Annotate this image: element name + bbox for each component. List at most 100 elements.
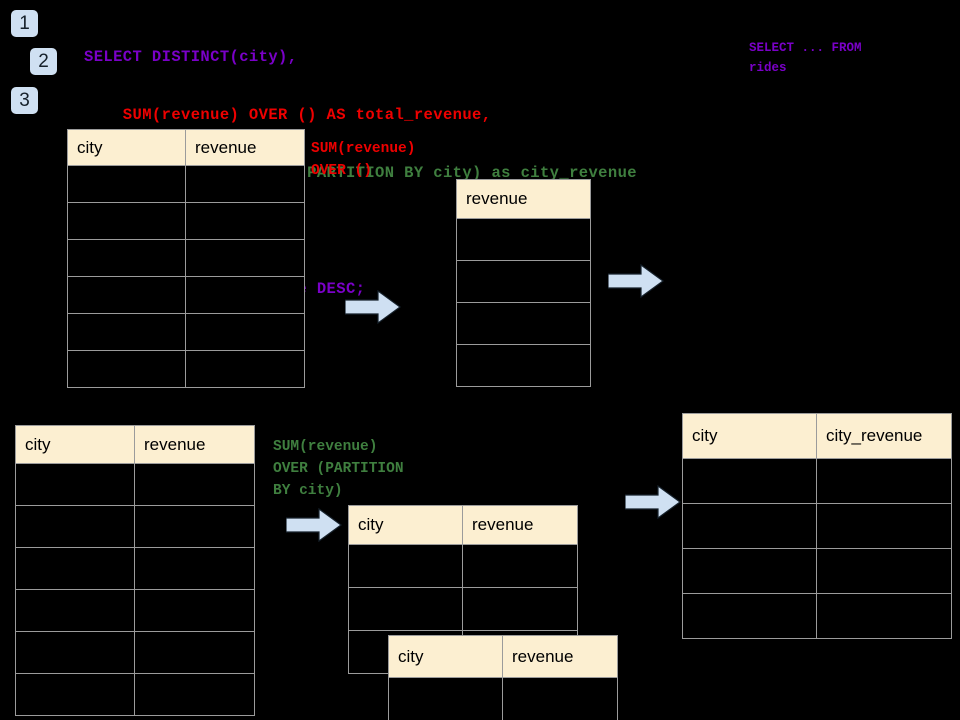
cell-city	[15, 547, 135, 590]
cell-city	[348, 544, 463, 588]
table-row	[348, 544, 578, 588]
cell-city	[67, 165, 186, 203]
cell-city	[15, 463, 135, 506]
arrow-rides-to-partition	[285, 507, 343, 543]
column-header-revenue: revenue	[502, 635, 618, 678]
cell-city	[388, 677, 503, 720]
table-row	[67, 350, 305, 388]
partition-table-front: city revenue	[388, 635, 618, 720]
column-header-revenue: revenue	[185, 129, 305, 166]
cell-revenue	[456, 344, 591, 387]
annotation-select-from-rides: SELECT ... FROM rides	[749, 41, 862, 75]
column-header-revenue: revenue	[456, 179, 591, 219]
cell-revenue	[456, 302, 591, 345]
cell-revenue	[185, 313, 305, 351]
table-row	[67, 239, 305, 277]
cell-revenue	[134, 631, 255, 674]
arrow-total-to-result	[607, 263, 665, 299]
table-header-row: revenue	[456, 179, 591, 219]
cell-revenue	[134, 547, 255, 590]
table-row	[682, 593, 952, 639]
cell-city	[67, 350, 186, 388]
table-header-row: city revenue	[388, 635, 618, 678]
table-row	[388, 677, 618, 720]
column-header-city: city	[67, 129, 186, 166]
table-row	[15, 463, 255, 506]
cell-city	[67, 239, 186, 277]
total-revenue-table: revenue	[456, 179, 591, 387]
cell-revenue	[456, 218, 591, 261]
cell-city	[15, 589, 135, 632]
column-header-city: city	[348, 505, 463, 545]
cell-city-revenue	[816, 503, 952, 549]
cell-revenue	[134, 505, 255, 548]
table-row	[67, 202, 305, 240]
cell-city-revenue	[816, 593, 952, 639]
sql-line-total-revenue: SUM(revenue) OVER () AS total_revenue,	[84, 106, 492, 124]
table-row	[348, 587, 578, 631]
step-badge-2[interactable]: 2	[30, 48, 57, 75]
table-header-row: city city_revenue	[682, 413, 952, 459]
table-row	[682, 503, 952, 549]
cell-city	[682, 548, 817, 594]
column-header-revenue: revenue	[134, 425, 255, 464]
table-row	[15, 631, 255, 674]
cell-city	[682, 593, 817, 639]
table-header-row: city revenue	[67, 129, 305, 166]
table-header-row: city revenue	[348, 505, 578, 545]
annotation-sum-over-empty: SUM(revenue) OVER ()	[311, 141, 416, 179]
cell-city	[15, 673, 135, 716]
column-header-city: city	[15, 425, 135, 464]
city-revenue-result-table: city city_revenue	[682, 413, 952, 639]
cell-city	[15, 631, 135, 674]
table-row	[67, 165, 305, 203]
cell-revenue	[134, 589, 255, 632]
cell-city	[67, 276, 186, 314]
partition-table-back: city revenue	[348, 505, 578, 674]
cell-revenue	[502, 677, 618, 720]
cell-city-revenue	[816, 548, 952, 594]
step-badge-3[interactable]: 3	[11, 87, 38, 114]
cell-revenue	[185, 276, 305, 314]
cell-city	[682, 458, 817, 504]
cell-revenue	[185, 239, 305, 277]
table-row	[456, 260, 591, 303]
cell-revenue	[185, 350, 305, 388]
column-header-city-revenue: city_revenue	[816, 413, 952, 459]
rides-table-bottom: city revenue	[15, 425, 255, 716]
table-row	[456, 344, 591, 387]
table-row	[456, 218, 591, 261]
sql-line-select: SELECT DISTINCT(city),	[84, 48, 298, 66]
table-row	[15, 547, 255, 590]
table-row	[682, 458, 952, 504]
table-header-row: city revenue	[15, 425, 255, 464]
table-row	[15, 505, 255, 548]
cell-revenue	[462, 587, 578, 631]
cell-city	[15, 505, 135, 548]
cell-city-revenue	[816, 458, 952, 504]
cell-city	[348, 587, 463, 631]
table-row	[456, 302, 591, 345]
table-row	[15, 589, 255, 632]
cell-revenue	[185, 202, 305, 240]
table-row	[67, 313, 305, 351]
column-header-city: city	[682, 413, 817, 459]
cell-revenue	[462, 544, 578, 588]
table-row	[67, 276, 305, 314]
column-header-revenue: revenue	[462, 505, 578, 545]
cell-revenue	[456, 260, 591, 303]
cell-city	[67, 202, 186, 240]
column-header-city: city	[388, 635, 503, 678]
cell-revenue	[134, 673, 255, 716]
cell-city	[67, 313, 186, 351]
table-row	[15, 673, 255, 716]
cell-revenue	[185, 165, 305, 203]
arrow-partition-to-result	[624, 484, 682, 520]
arrow-rides-to-total	[344, 289, 402, 325]
cell-city	[682, 503, 817, 549]
table-row	[682, 548, 952, 594]
cell-revenue	[134, 463, 255, 506]
annotation-sum-over-partition: SUM(revenue) OVER (PARTITION BY city)	[273, 439, 404, 499]
step-badge-1[interactable]: 1	[11, 10, 38, 37]
